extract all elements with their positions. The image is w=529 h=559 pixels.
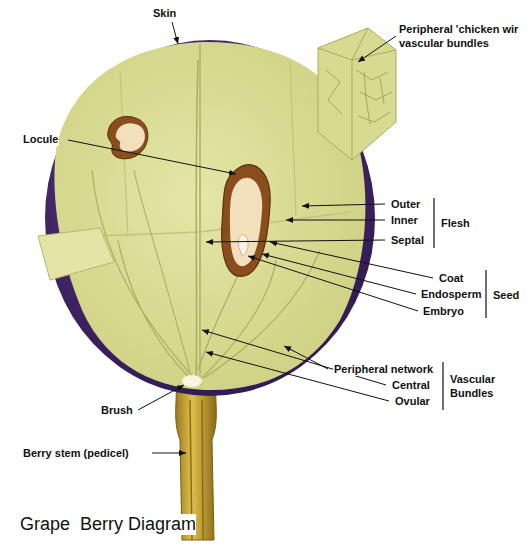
brush-label: Brush	[100, 403, 134, 417]
group-label: Seed	[492, 288, 520, 302]
bundle-label: Central	[391, 378, 431, 392]
cut-wedge	[38, 228, 114, 280]
caption: Grape Berry Diagram	[20, 514, 196, 535]
locule-label: Locule	[22, 132, 59, 146]
chicken-wire-label: Peripheral 'chicken wir vascular bundles	[398, 22, 526, 50]
group-label: Vascular Bundles	[449, 372, 511, 400]
flesh-part-label: Outer	[390, 197, 421, 211]
chicken-wire-bundles	[326, 70, 392, 124]
flesh-part-label: Septal	[390, 233, 425, 247]
seed	[222, 165, 271, 277]
skin-label: Skin	[152, 6, 177, 20]
seed-part-label: Coat	[438, 271, 464, 285]
removed-wedge	[318, 28, 396, 160]
leader-lines	[68, 22, 433, 453]
bundle-label: Ovular	[394, 394, 431, 408]
seed-part-label: Embryo	[422, 304, 465, 318]
stem-label: Berry stem (pedicel)	[22, 446, 130, 460]
flesh-part-label: Inner	[390, 213, 419, 227]
bundle-label: Peripheral network	[333, 362, 434, 376]
group-label: Flesh	[440, 216, 471, 230]
seed-part-label: Endosperm	[420, 287, 483, 301]
